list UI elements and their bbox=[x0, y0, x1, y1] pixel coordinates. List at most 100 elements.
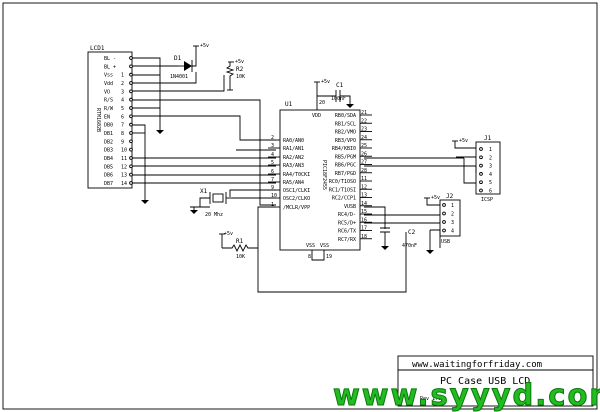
j1-pin-terminal bbox=[479, 188, 483, 193]
lcd-pin-number: 6 bbox=[121, 114, 124, 120]
lcd-pin-name: DB0 bbox=[104, 123, 113, 129]
j1-pin-terminal bbox=[479, 180, 483, 185]
lcd-pin-number: 14 bbox=[121, 181, 127, 187]
lcd-pin-number: 12 bbox=[121, 164, 127, 170]
pic-right-pin-number: 24 bbox=[361, 135, 367, 141]
plus5-usb: +5v bbox=[431, 195, 440, 201]
pic-left-pin-name: OSC2/CLKO bbox=[283, 196, 310, 202]
j1-pin-number: 6 bbox=[489, 189, 492, 195]
j2-pin-number: 3 bbox=[451, 220, 454, 226]
j1-pin-terminal bbox=[479, 147, 483, 151]
lcd-pin-name: BL + bbox=[104, 64, 116, 70]
plus5-r1: +5v bbox=[224, 231, 233, 237]
j1-body bbox=[475, 141, 501, 195]
lcd-pin-terminal bbox=[129, 106, 133, 110]
lcd-pin-name: EN bbox=[104, 114, 110, 120]
pic-left-pin-name: RA5/AN4 bbox=[283, 180, 304, 186]
pot-r2: +5v R2 10K bbox=[225, 59, 245, 91]
pic-right-pin-name: RB1/SCL bbox=[335, 121, 356, 127]
reset-r1: +5v R1 10K bbox=[219, 206, 407, 293]
lcd-pin-number: 13 bbox=[121, 173, 127, 179]
lcd-pin-terminal bbox=[129, 81, 133, 85]
lcd-pin-number: 1 bbox=[121, 73, 124, 79]
lcd-pin-number: 3 bbox=[121, 89, 124, 95]
lcd-pin-number: 4 bbox=[121, 98, 124, 104]
j2-pin-terminal bbox=[442, 203, 446, 207]
lcd-pin-terminal bbox=[129, 181, 133, 185]
lcd-pin-terminal bbox=[129, 147, 133, 152]
pic-right-pin-number: 18 bbox=[361, 234, 367, 240]
pic-right-pin-name: RB6/PGC bbox=[335, 163, 356, 169]
lcd-pin-terminal bbox=[129, 156, 133, 160]
crystal-x1: X1 20 Mhz bbox=[190, 188, 276, 218]
lcd-pin-name: Vss bbox=[104, 73, 113, 79]
lcd-wiring bbox=[132, 57, 276, 206]
lcd-pin-terminal bbox=[129, 122, 133, 127]
lcd-pin-name: DB4 bbox=[104, 156, 113, 162]
pic-left-pin-name: /MCLR/VPP bbox=[283, 205, 310, 211]
pic-right-pin-number: 21 bbox=[361, 110, 367, 116]
pic-right-pin-name: RC7/RX bbox=[338, 237, 356, 243]
d1-value: 1N4001 bbox=[170, 74, 188, 80]
r1-ref: R1 bbox=[236, 238, 244, 245]
lcd-ref: LCD1 bbox=[90, 45, 105, 52]
lcd-pin-terminal bbox=[129, 72, 133, 77]
j1-ref: J1 bbox=[484, 135, 492, 142]
pic-right-pin-name: RB0/SDA bbox=[335, 113, 356, 119]
pic-left-pin-name: RA4/T0CKI bbox=[283, 172, 310, 178]
lcd-pin-number: 9 bbox=[121, 139, 124, 145]
pic-vss-pin1: 8 bbox=[308, 254, 311, 260]
lcd-pin-number: 2 bbox=[121, 81, 124, 87]
j1-name: ICSP bbox=[481, 197, 493, 203]
j1-pin-terminal bbox=[479, 163, 483, 168]
r2-value: 10K bbox=[236, 74, 245, 80]
lcd-pin-name: DB6 bbox=[104, 173, 113, 179]
lcd-pin-name: DB3 bbox=[104, 148, 113, 154]
pic-body bbox=[279, 109, 361, 251]
j1-pin-number: 4 bbox=[489, 172, 492, 178]
pic-right-pin-name: RB5/PGM bbox=[335, 154, 356, 160]
pic-right-pin-name: VUSB bbox=[344, 204, 356, 210]
plus5-d1: +5v bbox=[200, 43, 209, 49]
lcd-pin-terminal bbox=[129, 64, 133, 69]
c2-value: 470nF bbox=[402, 243, 417, 249]
pic-left-pin-number: 10 bbox=[271, 193, 277, 199]
pic-microcontroller: U1 PIC18F2455 VDD VSS VSS 20 8 19 RA0/AN… bbox=[268, 96, 372, 261]
r2-ref: R2 bbox=[236, 66, 244, 73]
pic-right-pin-name: RB7/PGD bbox=[335, 171, 356, 177]
x1-value: 20 Mhz bbox=[205, 212, 223, 218]
pic-left-pin-number: 3 bbox=[271, 143, 274, 149]
j2-pin-terminal bbox=[442, 211, 446, 216]
pic-right-pin-number: 17 bbox=[361, 226, 367, 232]
lcd-part-label: RTM1602B bbox=[95, 108, 101, 132]
j2-body bbox=[439, 199, 461, 237]
pic-right-pin-number: 27 bbox=[361, 160, 367, 166]
pic-left-pin-number: 2 bbox=[271, 135, 274, 141]
j2-pin-terminal bbox=[442, 220, 446, 224]
pic-right-pin-number: 12 bbox=[361, 184, 367, 190]
lcd-body bbox=[87, 51, 133, 189]
lcd-pin-terminal bbox=[129, 164, 133, 169]
watermark-text: www.syyyd.com bbox=[333, 378, 600, 412]
pic-left-pin-number: 9 bbox=[271, 185, 274, 191]
j2-pin-number: 1 bbox=[451, 203, 454, 209]
lcd-pin-terminal bbox=[129, 172, 133, 177]
pic-right-pin-name: RC2/CCP1 bbox=[332, 196, 356, 202]
j1-pin-terminal bbox=[479, 155, 483, 160]
lcd-pin-terminal bbox=[129, 56, 133, 60]
diode-d1: D1 1N4001 +5v bbox=[170, 43, 209, 80]
pic-vss2-label: VSS bbox=[320, 243, 329, 249]
lcd-pin-name: DB2 bbox=[104, 139, 113, 145]
title-text: PC Case USB LCD bbox=[440, 376, 530, 387]
pic-vss-pin2: 19 bbox=[326, 254, 332, 260]
pic-right-pin-number: 13 bbox=[361, 193, 367, 199]
lcd-pin-terminal bbox=[129, 89, 133, 94]
pic-right-pin-number: 11 bbox=[361, 176, 367, 182]
lcd-pin-name: DB7 bbox=[104, 181, 113, 187]
pic-left-pin-name: RA3/AN3 bbox=[283, 163, 304, 169]
lcd-pin-terminal bbox=[129, 97, 133, 102]
